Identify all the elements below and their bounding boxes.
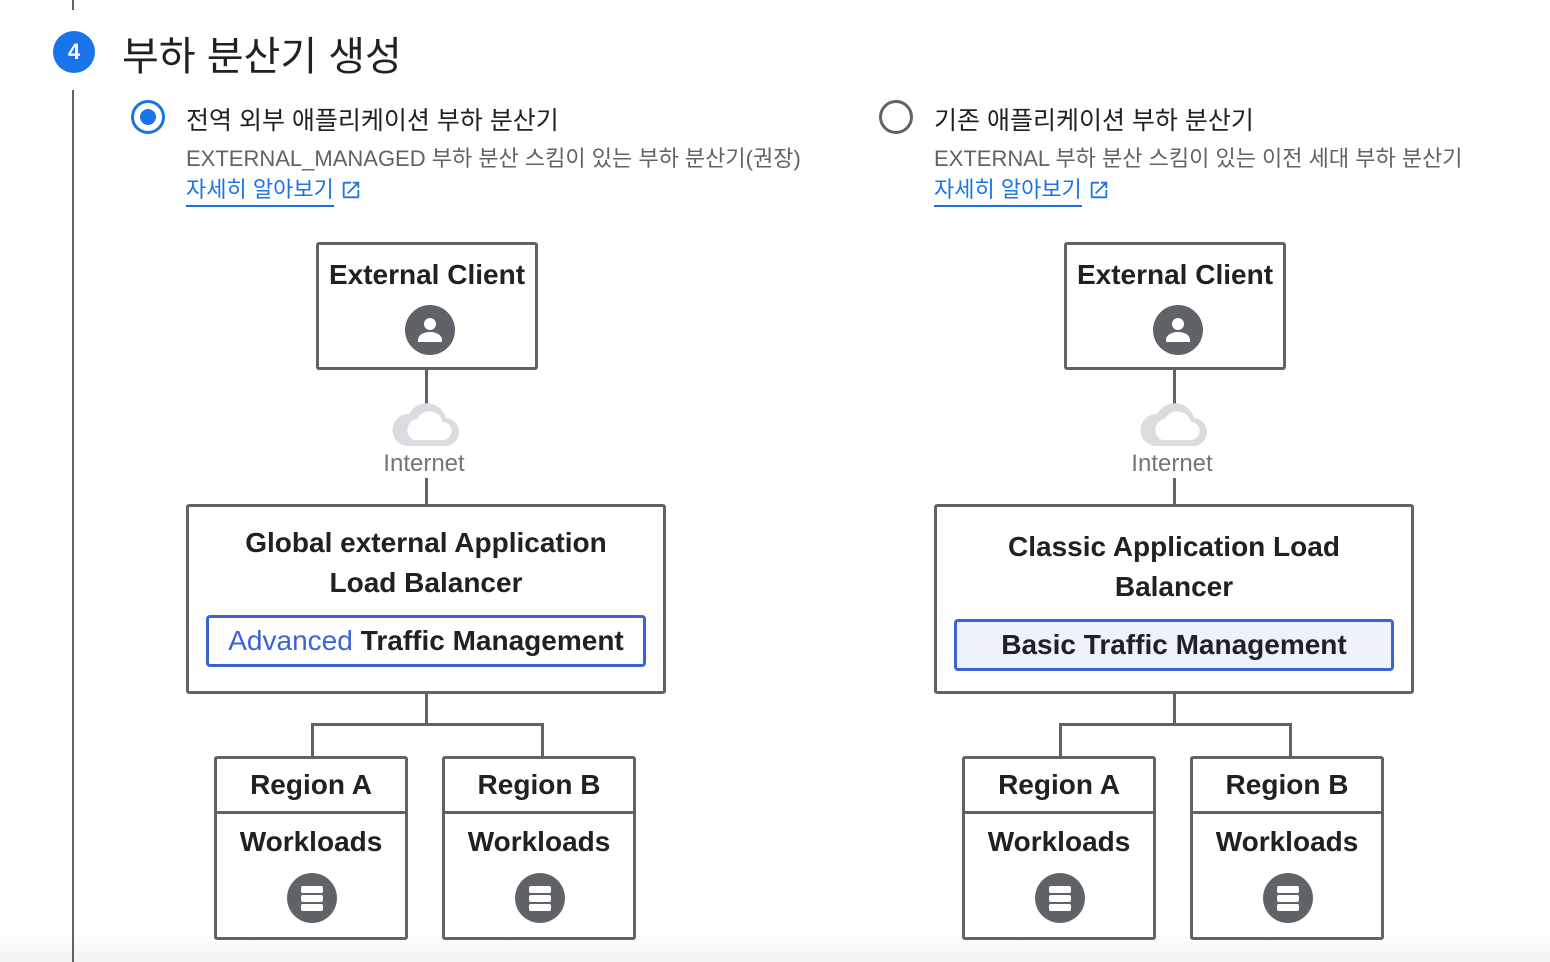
lb-title-line1: Global external Application: [245, 527, 607, 558]
connector-line: [311, 723, 314, 759]
load-balancer-box: Global external Application Load Balance…: [186, 504, 666, 694]
stepper-line: [72, 90, 74, 962]
open-in-new-icon: [1090, 181, 1108, 198]
region-name: Region A: [965, 759, 1153, 814]
learn-more-link-global[interactable]: 자세히 알아보기: [186, 172, 362, 207]
connector-line: [1173, 694, 1176, 726]
learn-more-label[interactable]: 자세히 알아보기: [186, 172, 334, 207]
connector-line: [425, 694, 428, 726]
tm-rest-label: Traffic Management: [360, 625, 624, 656]
connector-line: [425, 478, 428, 506]
region-name: Region B: [445, 759, 633, 814]
database-icon: [1263, 873, 1313, 923]
external-client-title: External Client: [328, 259, 526, 290]
load-balancer-box: Classic Application Load Balancer Basic …: [934, 504, 1414, 694]
option-description-classic: EXTERNAL 부하 분산 스킴이 있는 이전 세대 부하 분산기: [934, 146, 1463, 171]
learn-more-link-classic[interactable]: 자세히 알아보기: [934, 172, 1110, 207]
region-box: Region B Workloads: [442, 756, 636, 940]
traffic-management-badge: Advanced Traffic Management: [206, 615, 646, 667]
lb-title-line2: Balancer: [1114, 571, 1234, 602]
connector-line: [1059, 723, 1062, 759]
option-title-global[interactable]: 전역 외부 애플리케이션 부하 분산기: [186, 107, 559, 135]
region-box: Region B Workloads: [1190, 756, 1384, 940]
region-name: Region B: [1193, 759, 1381, 814]
lb-title-line1: Classic Application Load: [1008, 531, 1340, 562]
tm-advanced-label: Advanced: [228, 625, 353, 656]
cloud-icon: [392, 403, 460, 447]
option-title-classic[interactable]: 기존 애플리케이션 부하 분산기: [934, 107, 1254, 135]
connector-line: [1173, 478, 1176, 506]
open-in-new-icon: [342, 181, 360, 198]
connector-line: [311, 723, 544, 726]
region-box: Region A Workloads: [962, 756, 1156, 940]
cloud-icon: [1140, 403, 1208, 447]
workloads-label: Workloads: [239, 826, 383, 857]
workloads-label: Workloads: [467, 826, 611, 857]
workloads-label: Workloads: [1215, 826, 1359, 857]
region-box: Region A Workloads: [214, 756, 408, 940]
external-client-box: External Client: [316, 242, 538, 370]
database-icon: [1035, 873, 1085, 923]
database-icon: [287, 873, 337, 923]
lb-title-line2: Load Balancer: [329, 567, 523, 598]
radio-classic-alb[interactable]: [879, 100, 913, 134]
workloads-label: Workloads: [987, 826, 1131, 857]
connector-line: [1173, 370, 1176, 406]
traffic-management-badge: Basic Traffic Management: [954, 619, 1394, 671]
external-client-box: External Client: [1064, 242, 1286, 370]
internet-label: Internet: [1131, 450, 1213, 477]
learn-more-label[interactable]: 자세히 알아보기: [934, 172, 1082, 207]
stepper-line-top: [72, 0, 74, 10]
connector-line: [1289, 723, 1292, 759]
database-icon: [515, 873, 565, 923]
option-description-global: EXTERNAL_MANAGED 부하 분산 스킴이 있는 부하 분산기(권장): [186, 146, 801, 171]
step-title: 부하 분산기 생성: [122, 35, 402, 79]
connector-line: [541, 723, 544, 759]
connector-line: [1059, 723, 1292, 726]
person-avatar-icon: [405, 305, 455, 355]
external-client-title: External Client: [1076, 259, 1274, 290]
connector-line: [425, 370, 428, 406]
step-number-badge: 4: [53, 31, 95, 73]
radio-global-external-alb[interactable]: [131, 100, 165, 134]
internet-label: Internet: [383, 450, 465, 477]
person-avatar-icon: [1153, 305, 1203, 355]
region-name: Region A: [217, 759, 405, 814]
